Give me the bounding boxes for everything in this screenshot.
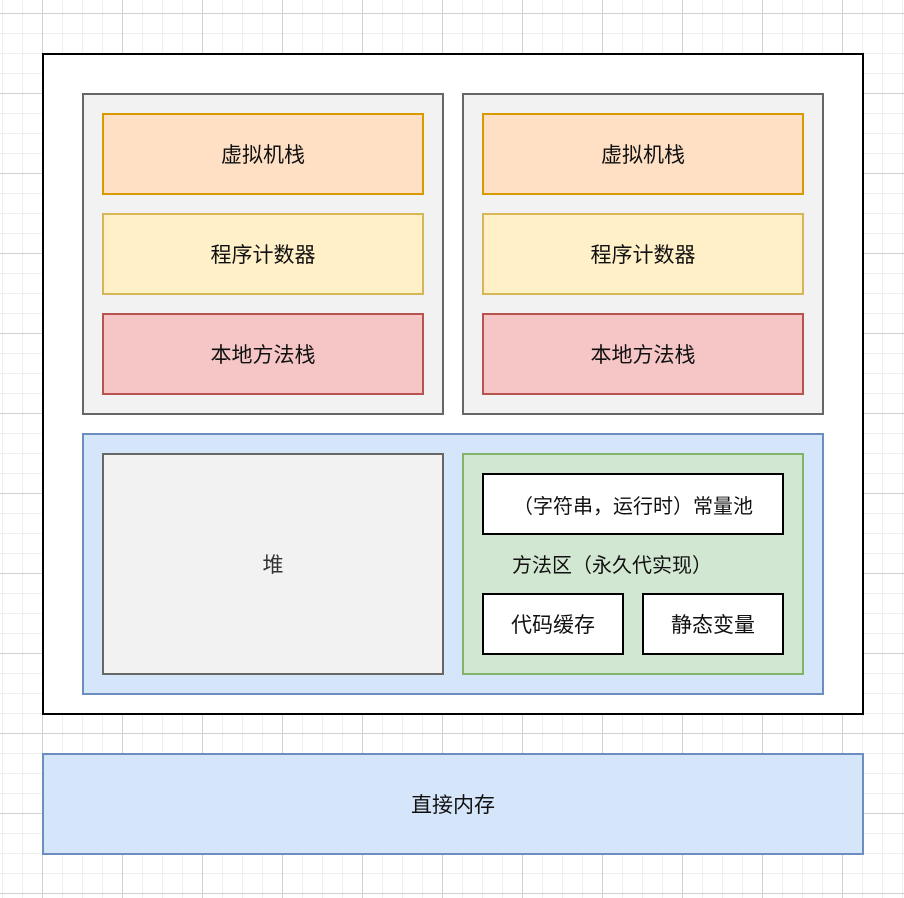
constant-pool[interactable]: （字符串，运行时）常量池 — [482, 473, 784, 535]
method-area-label: 方法区（永久代实现） — [512, 553, 712, 577]
static-variables[interactable]: 静态变量 — [642, 593, 784, 655]
heap-label: 堆 — [262, 553, 284, 577]
native-method-stack-1-label: 本地方法栈 — [210, 343, 316, 367]
program-counter-1-label: 程序计数器 — [210, 243, 316, 267]
program-counter-2[interactable]: 程序计数器 — [482, 213, 804, 295]
program-counter-2-label: 程序计数器 — [590, 243, 696, 267]
native-method-stack-2[interactable]: 本地方法栈 — [482, 313, 804, 395]
heap[interactable]: 堆 — [102, 453, 444, 675]
code-cache[interactable]: 代码缓存 — [482, 593, 624, 655]
native-method-stack-2-label: 本地方法栈 — [590, 343, 696, 367]
vm-stack-1-label: 虚拟机栈 — [221, 143, 305, 167]
native-method-stack-1[interactable]: 本地方法栈 — [102, 313, 424, 395]
vm-stack-1[interactable]: 虚拟机栈 — [102, 113, 424, 195]
program-counter-1[interactable]: 程序计数器 — [102, 213, 424, 295]
code-cache-label: 代码缓存 — [511, 613, 595, 637]
constant-pool-label: （字符串，运行时）常量池 — [513, 493, 753, 518]
direct-memory[interactable]: 直接内存 — [42, 753, 864, 855]
vm-stack-2-label: 虚拟机栈 — [601, 143, 685, 167]
static-variables-label: 静态变量 — [671, 613, 755, 637]
vm-stack-2[interactable]: 虚拟机栈 — [482, 113, 804, 195]
direct-memory-label: 直接内存 — [411, 793, 495, 817]
